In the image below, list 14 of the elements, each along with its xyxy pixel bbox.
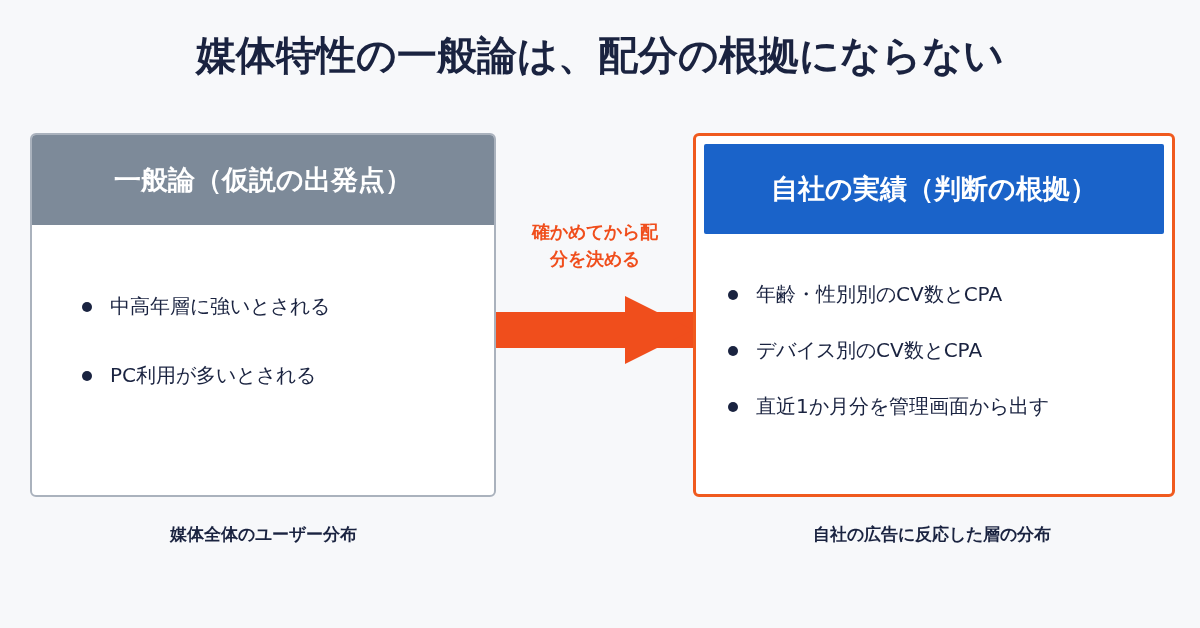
panel-box [30,133,496,497]
bullet-item: 直近1か月分を管理画面から出す [726,393,1049,420]
arrow [496,295,693,365]
bullet-item: PC利用が多いとされる [80,362,317,389]
bullet-item: 中高年層に強いとされる [80,293,330,320]
bullet-item: デバイス別のCV数とCPA [726,337,983,364]
panel-header: 一般論（仮説の出発点） [32,135,494,225]
edge-label: 確かめてから配分を決める [530,220,659,271]
panel-header: 自社の実績（判断の根拠） [704,144,1164,234]
panel-caption: 媒体全体のユーザー分布 [168,523,358,546]
panel-caption: 自社の広告に反応した層の分布 [812,523,1052,546]
title: 媒体特性の一般論は、配分の根拠にならない [194,31,1005,80]
bullet-item: 年齢・性別別のCV数とCPA [726,281,1003,308]
panel-box [693,133,1175,497]
